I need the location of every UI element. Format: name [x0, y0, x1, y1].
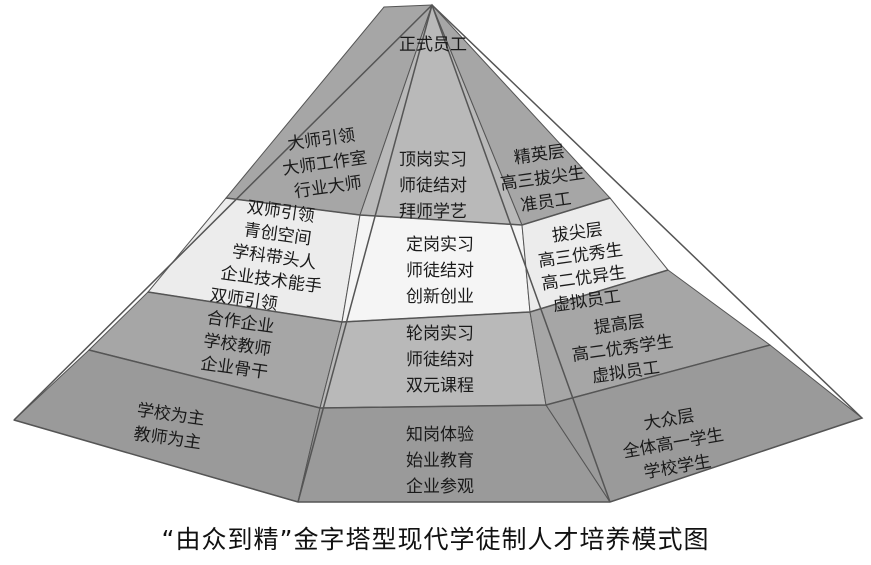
- pyramid-labels: 正式员工 大师引领 大师工作室 行业大师 双师引领 青创空间 学科带头人 企业技…: [132, 35, 725, 497]
- center-bottom-line-1: 知岗体验: [406, 425, 474, 445]
- center-bottom-line-2: 始业教育: [406, 451, 474, 471]
- center-3-line-1: 轮岗实习: [406, 324, 474, 344]
- figure-caption: “由众到精”金字塔型现代学徒制人才培养模式图: [161, 525, 710, 554]
- center-2-line-2: 师徒结对: [406, 261, 474, 281]
- center-text-2: 定岗实习 师徒结对 创新创业: [406, 235, 474, 307]
- center-3-line-2: 师徒结对: [406, 350, 474, 370]
- center-bottom-line-3: 企业参观: [406, 477, 474, 497]
- center-3-line-3: 双元课程: [406, 376, 474, 396]
- center-top-line-1: 顶岗实习: [399, 150, 467, 170]
- pyramid-edges: [13, 3, 864, 503]
- center-top-line-2: 师徒结对: [399, 176, 467, 196]
- center-text-bottom: 知岗体验 始业教育 企业参观: [406, 425, 474, 497]
- center-text-3: 轮岗实习 师徒结对 双元课程: [406, 324, 474, 396]
- center-2-line-1: 定岗实习: [406, 235, 474, 255]
- center-2-line-3: 创新创业: [406, 287, 474, 307]
- center-text-top: 顶岗实习 师徒结对 拜师学艺: [399, 150, 467, 222]
- pyramid-diagram: 正式员工 大师引领 大师工作室 行业大师 双师引领 青创空间 学科带头人 企业技…: [13, 3, 864, 503]
- apex-label: 正式员工: [399, 35, 467, 55]
- center-top-line-3: 拜师学艺: [399, 202, 467, 222]
